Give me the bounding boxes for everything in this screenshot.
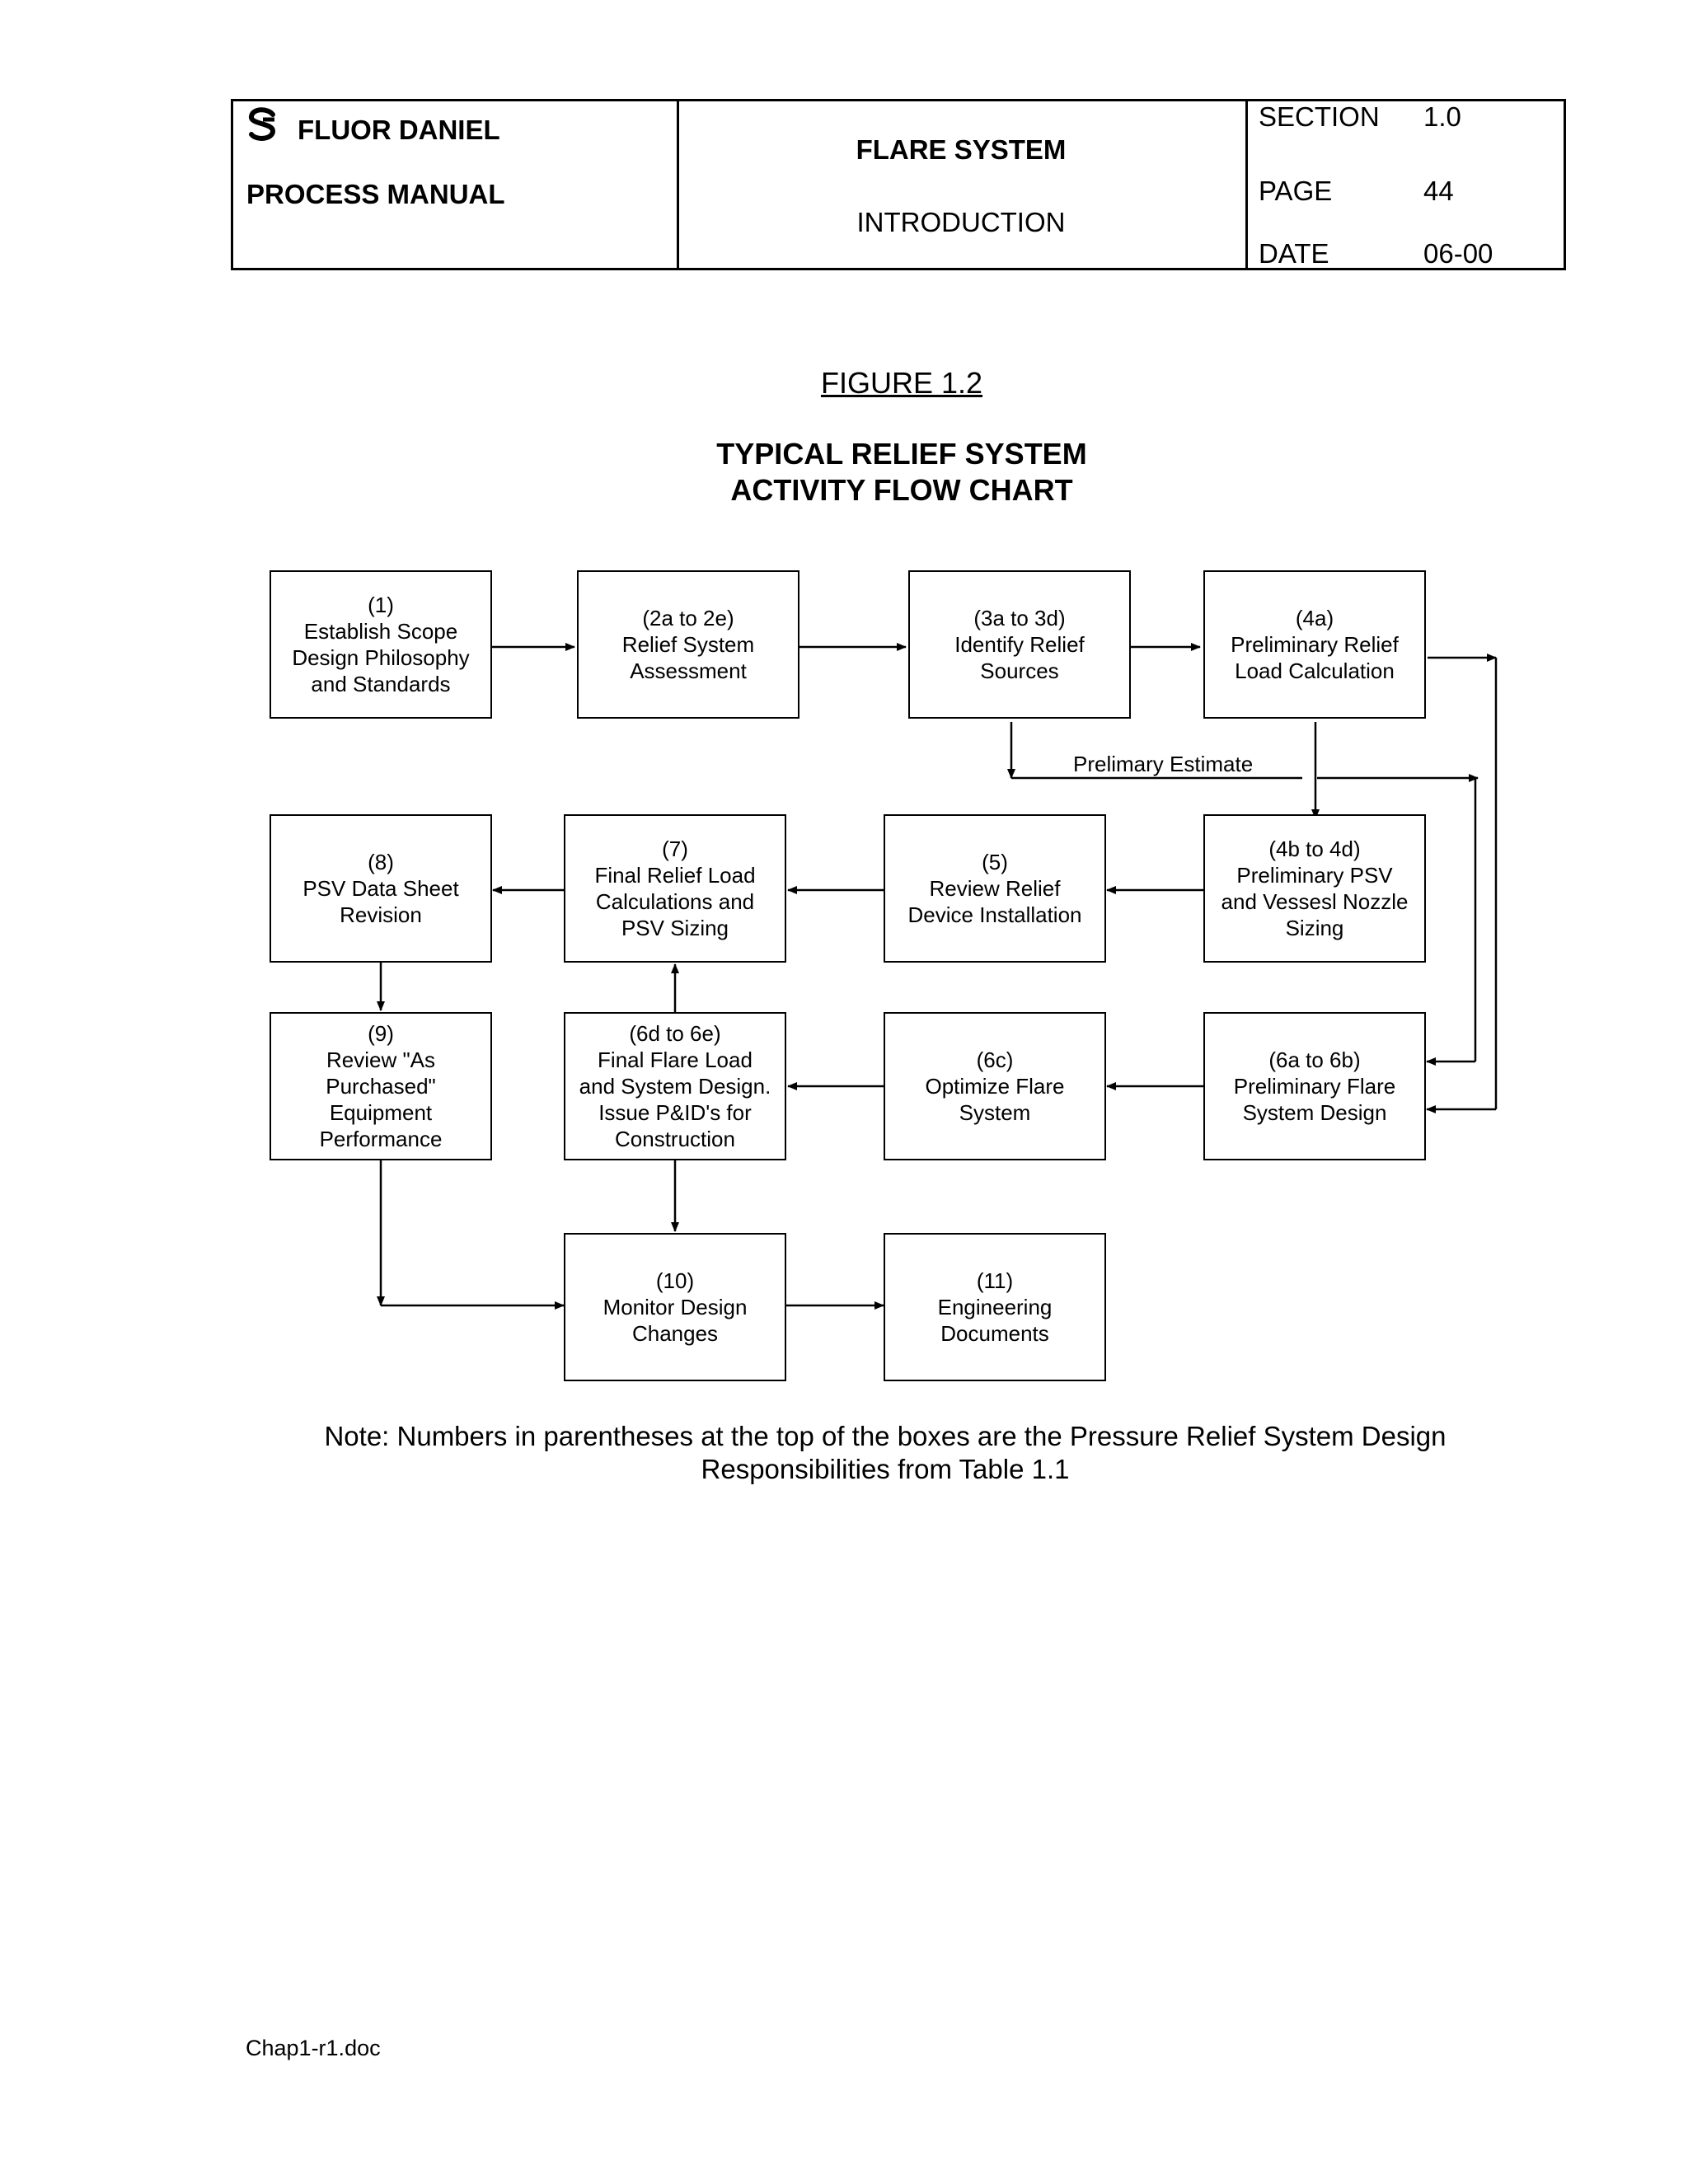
box-6c-text: (6c) Optimize Flare System xyxy=(925,1047,1065,1125)
box-4a-text: (4a) Preliminary Relief Load Calculation xyxy=(1231,606,1399,683)
footer-filename: Chap1-r1.doc xyxy=(246,2036,381,2060)
prelim-estimate-label: Prelimary Estimate xyxy=(1073,752,1254,776)
fluor-daniel-logo-icon xyxy=(249,107,276,141)
box-3-identify-sources: (3a to 3d) Identify Relief Sources xyxy=(908,570,1131,719)
box-10-text: (10) Monitor Design Changes xyxy=(603,1268,748,1346)
header-left-cell: FLUOR DANIEL PROCESS MANUAL xyxy=(233,101,679,268)
box-10-monitor-changes: (10) Monitor Design Changes xyxy=(564,1233,786,1381)
note-line2: Responsibilities from Table 1.1 xyxy=(701,1454,1070,1484)
box-8-text: (8) PSV Data Sheet Revision xyxy=(302,850,459,927)
box-11-text: (11) Engineering Documents xyxy=(937,1268,1053,1346)
page-value: 44 xyxy=(1423,176,1454,206)
figure-number: FIGURE 1.2 xyxy=(820,366,983,400)
box-2-text: (2a to 2e) Relief System Assessment xyxy=(621,606,755,683)
header-center-cell: FLARE SYSTEM INTRODUCTION xyxy=(677,101,1248,268)
box-3-text: (3a to 3d) Identify Relief Sources xyxy=(954,606,1085,683)
page-label: PAGE xyxy=(1259,176,1333,206)
box-6d-text: (6d to 6e) Final Flare Load and System D… xyxy=(579,1021,771,1151)
system-name: FLARE SYSTEM xyxy=(856,134,1067,165)
date-label: DATE xyxy=(1259,238,1329,269)
chapter-name: INTRODUCTION xyxy=(856,207,1066,237)
section-label: SECTION xyxy=(1259,101,1380,132)
box-11-engineering-docs: (11) Engineering Documents xyxy=(884,1233,1106,1381)
box-1-establish-scope: (1) Establish Scope Design Philosophy an… xyxy=(270,570,492,719)
header-right-cell: SECTION 1.0 PAGE 44 DATE 06-00 xyxy=(1245,101,1564,269)
box-6a-text: (6a to 6b) Preliminary Flare System Desi… xyxy=(1233,1047,1396,1125)
company-name: FLUOR DANIEL xyxy=(298,115,500,145)
box-9-text: (9) Review "As Purchased" Equipment Perf… xyxy=(319,1021,443,1151)
box-2-relief-assessment: (2a to 2e) Relief System Assessment xyxy=(577,570,799,719)
box-9-review-purchased: (9) Review "As Purchased" Equipment Perf… xyxy=(270,1012,492,1160)
figure-title-line2: ACTIVITY FLOW CHART xyxy=(730,473,1073,507)
box-8-psv-data-sheet: (8) PSV Data Sheet Revision xyxy=(270,814,492,963)
date-value: 06-00 xyxy=(1423,238,1493,269)
box-7-final-relief-load: (7) Final Relief Load Calculations and P… xyxy=(564,814,786,963)
box-4a-prelim-load: (4a) Preliminary Relief Load Calculation xyxy=(1203,570,1426,719)
box-6d-final-flare-load: (6d to 6e) Final Flare Load and System D… xyxy=(564,1012,786,1160)
document-header: FLUOR DANIEL PROCESS MANUAL FLARE SYSTEM… xyxy=(231,99,1566,270)
box-4b-text: (4b to 4d) Preliminary PSV and Vessesl N… xyxy=(1221,837,1409,940)
box-6a-prelim-flare-design: (6a to 6b) Preliminary Flare System Desi… xyxy=(1203,1012,1426,1160)
section-value: 1.0 xyxy=(1423,101,1461,132)
box-5-text: (5) Review Relief Device Installation xyxy=(907,850,1082,927)
manual-name: PROCESS MANUAL xyxy=(246,179,505,209)
box-5-review-device: (5) Review Relief Device Installation xyxy=(884,814,1106,963)
figure-title-line1: TYPICAL RELIEF SYSTEM xyxy=(716,437,1087,471)
box-7-text: (7) Final Relief Load Calculations and P… xyxy=(594,837,756,940)
box-6c-optimize-flare: (6c) Optimize Flare System xyxy=(884,1012,1106,1160)
note-line1: Note: Numbers in parentheses at the top … xyxy=(324,1421,1447,1451)
box-4b-prelim-psv: (4b to 4d) Preliminary PSV and Vessesl N… xyxy=(1203,814,1426,963)
box-1-text: (1) Establish Scope Design Philosophy an… xyxy=(292,593,470,696)
